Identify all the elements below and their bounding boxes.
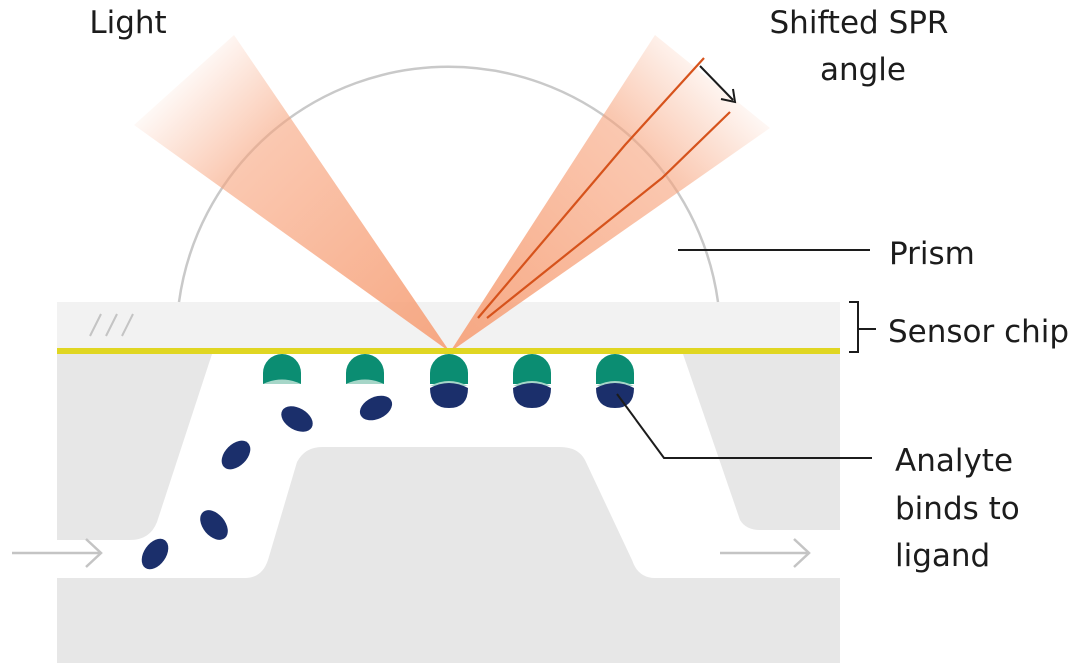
gold-layer [57,348,840,354]
shifted-spr-line [486,111,731,319]
sensor-chip-bracket [849,301,859,353]
glass-hatch-marks [89,313,134,337]
flow-channel [57,354,840,578]
ligand-bound-analyte [596,354,634,408]
ligands [263,354,634,408]
shifted-spr-angle-label-line2: angle [820,52,906,88]
analyte-label-line1: Analyte [895,443,1013,479]
shifted-spr-angle-label-line1: Shifted SPR [770,5,949,41]
analyte-leader-line [616,393,872,459]
sensor-chip [57,302,840,349]
ligand [263,354,301,384]
analyte-label-line3: ligand [895,538,990,574]
analyte-label-line2: binds to [895,491,1020,527]
free-analytes [141,395,393,570]
prism-label: Prism [889,236,975,272]
sensor-chip-label: Sensor chip [888,314,1069,350]
spr-angle-lines [477,57,731,319]
light-label: Light [89,5,166,41]
analyte [200,510,228,540]
flow-in-arrow [12,538,103,568]
ligand [346,354,384,384]
reflected-light-beam [450,35,770,352]
original-spr-line [477,57,705,319]
analyte [359,395,393,421]
ligand-bound-analyte [430,354,468,408]
ligand-bound-analyte [513,354,551,408]
analyte [281,406,313,432]
angle-shift-arrowhead [720,88,737,104]
incident-light-beam [134,35,450,352]
analyte [141,538,169,570]
analyte [221,440,251,470]
angle-shift-arrow [699,65,734,101]
flow-out-arrow [720,538,811,568]
